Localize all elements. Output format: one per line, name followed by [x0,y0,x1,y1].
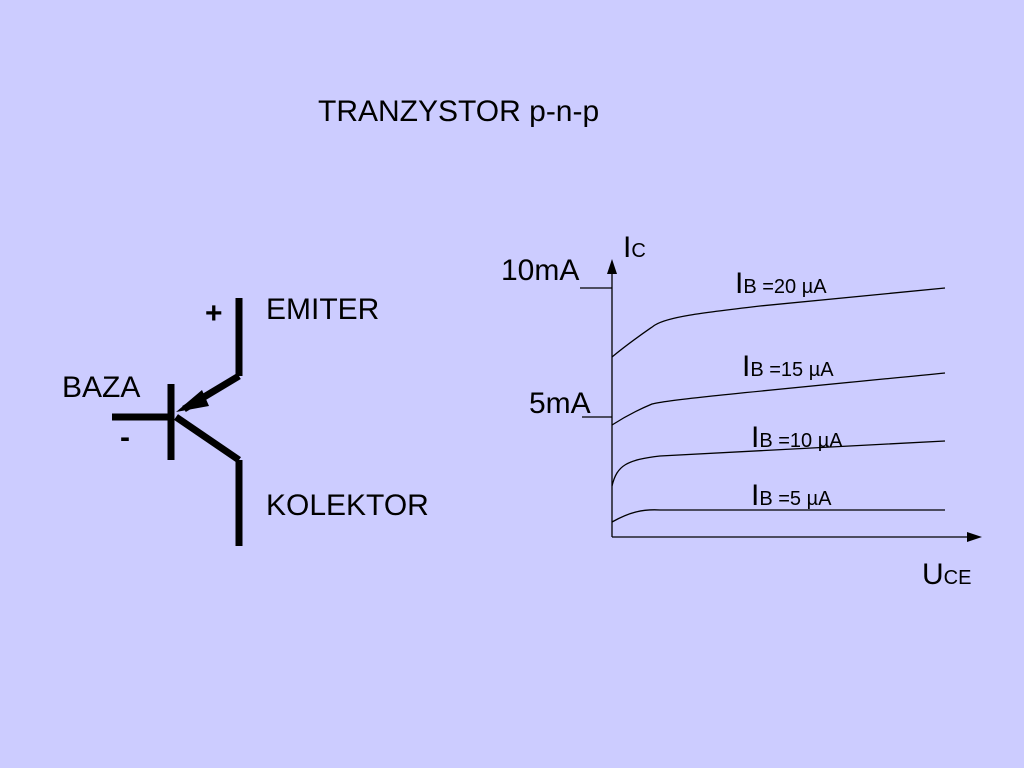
y-axis-label: IC [623,231,646,264]
emitter-arrow-icon [176,390,209,412]
x-axis-arrow-icon [967,532,982,542]
plus-sign: + [205,297,223,330]
curve-label-ib-10: IB =10 µA [751,421,843,454]
base-label: BAZA [62,371,141,404]
tick-label-10ma: 10mA [501,254,580,287]
curve-ib-20 [611,287,946,358]
curve-label-ib-20: IB =20 µA [735,267,827,300]
x-axis-label: UCE [922,558,972,591]
curve-ib-10 [611,440,946,487]
collector-diagonal [174,414,241,463]
curve-ib-15 [611,372,946,426]
minus-sign: - [120,421,130,454]
tick-label-5ma: 5mA [529,387,591,420]
collector-label: KOLEKTOR [266,489,429,522]
chart-axes [580,268,972,538]
curve-label-ib-5: IB =5 µA [751,479,832,512]
y-axis-arrow-icon [607,259,617,274]
curve-ib-5 [611,509,945,523]
transistor-symbol [112,298,243,546]
curve-label-ib-15: IB =15 µA [742,350,834,383]
page-title: TRANZYSTOR p-n-p [318,95,600,128]
chart-curves [611,287,946,523]
emitter-label: EMITER [266,293,380,326]
